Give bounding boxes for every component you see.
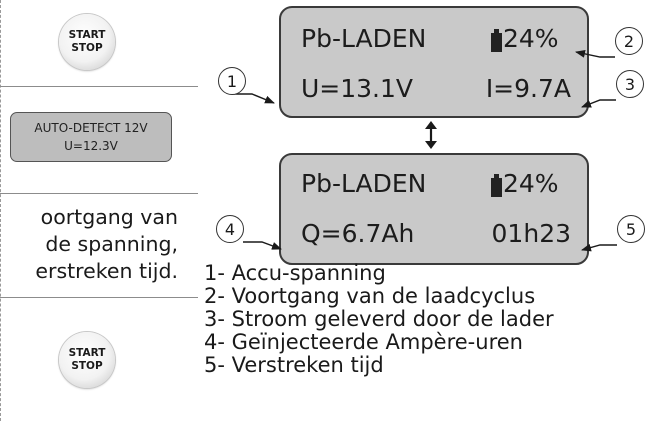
charge-current: I=9.7A <box>485 74 571 103</box>
detected-voltage: U=12.3V <box>64 139 118 153</box>
paragraph-line: erstreken tijd. <box>35 259 178 283</box>
charge-progress: 24% <box>503 169 559 198</box>
stop-label: STOP <box>71 360 103 372</box>
page-edge-divider <box>0 0 1 421</box>
callout-5: 5 <box>617 215 645 243</box>
section-divider <box>0 193 198 194</box>
paragraph-line: de spanning, <box>45 232 178 256</box>
elapsed-time: 01h23 <box>491 219 571 248</box>
callout-1: 1 <box>218 67 246 95</box>
auto-detect-display: AUTO-DETECT 12V U=12.3V <box>10 112 172 162</box>
callout-3: 3 <box>616 70 644 98</box>
legend-item-5: 5- Verstreken tijd <box>204 353 384 377</box>
charge-mode: Pb-LADEN <box>301 169 427 198</box>
battery-icon <box>491 29 502 52</box>
legend-item-3: 3- Stroom geleverd door de lader <box>204 307 554 331</box>
stop-label: STOP <box>71 42 103 54</box>
up-down-arrow-icon <box>425 121 437 149</box>
legend-item-2: 2- Voortgang van de laadcyclus <box>204 284 536 308</box>
battery-voltage: U=13.1V <box>301 74 414 103</box>
start-label: START <box>68 29 106 41</box>
injected-amp-hours: Q=6.7Ah <box>301 219 415 248</box>
start-stop-button[interactable]: START STOP <box>59 14 115 70</box>
charge-progress: 24% <box>503 24 559 53</box>
charging-display-top: Pb-LADEN 24% U=13.1V I=9.7A <box>279 6 589 118</box>
start-label: START <box>68 347 106 359</box>
section-divider <box>0 86 198 87</box>
paragraph-line: oortgang van <box>40 205 178 229</box>
callout-2: 2 <box>615 27 643 55</box>
battery-icon <box>491 174 502 197</box>
section-divider <box>0 297 198 298</box>
legend-item-1: 1- Accu-spanning <box>204 261 386 285</box>
legend-item-4: 4- Geïnjecteerde Ampère-uren <box>204 330 523 354</box>
start-stop-button[interactable]: START STOP <box>59 332 115 388</box>
callout-4: 4 <box>216 215 244 243</box>
charging-display-bottom: Pb-LADEN 24% Q=6.7Ah 01h23 <box>279 153 589 265</box>
charge-mode: Pb-LADEN <box>301 24 427 53</box>
auto-detect-label: AUTO-DETECT 12V <box>34 121 148 135</box>
